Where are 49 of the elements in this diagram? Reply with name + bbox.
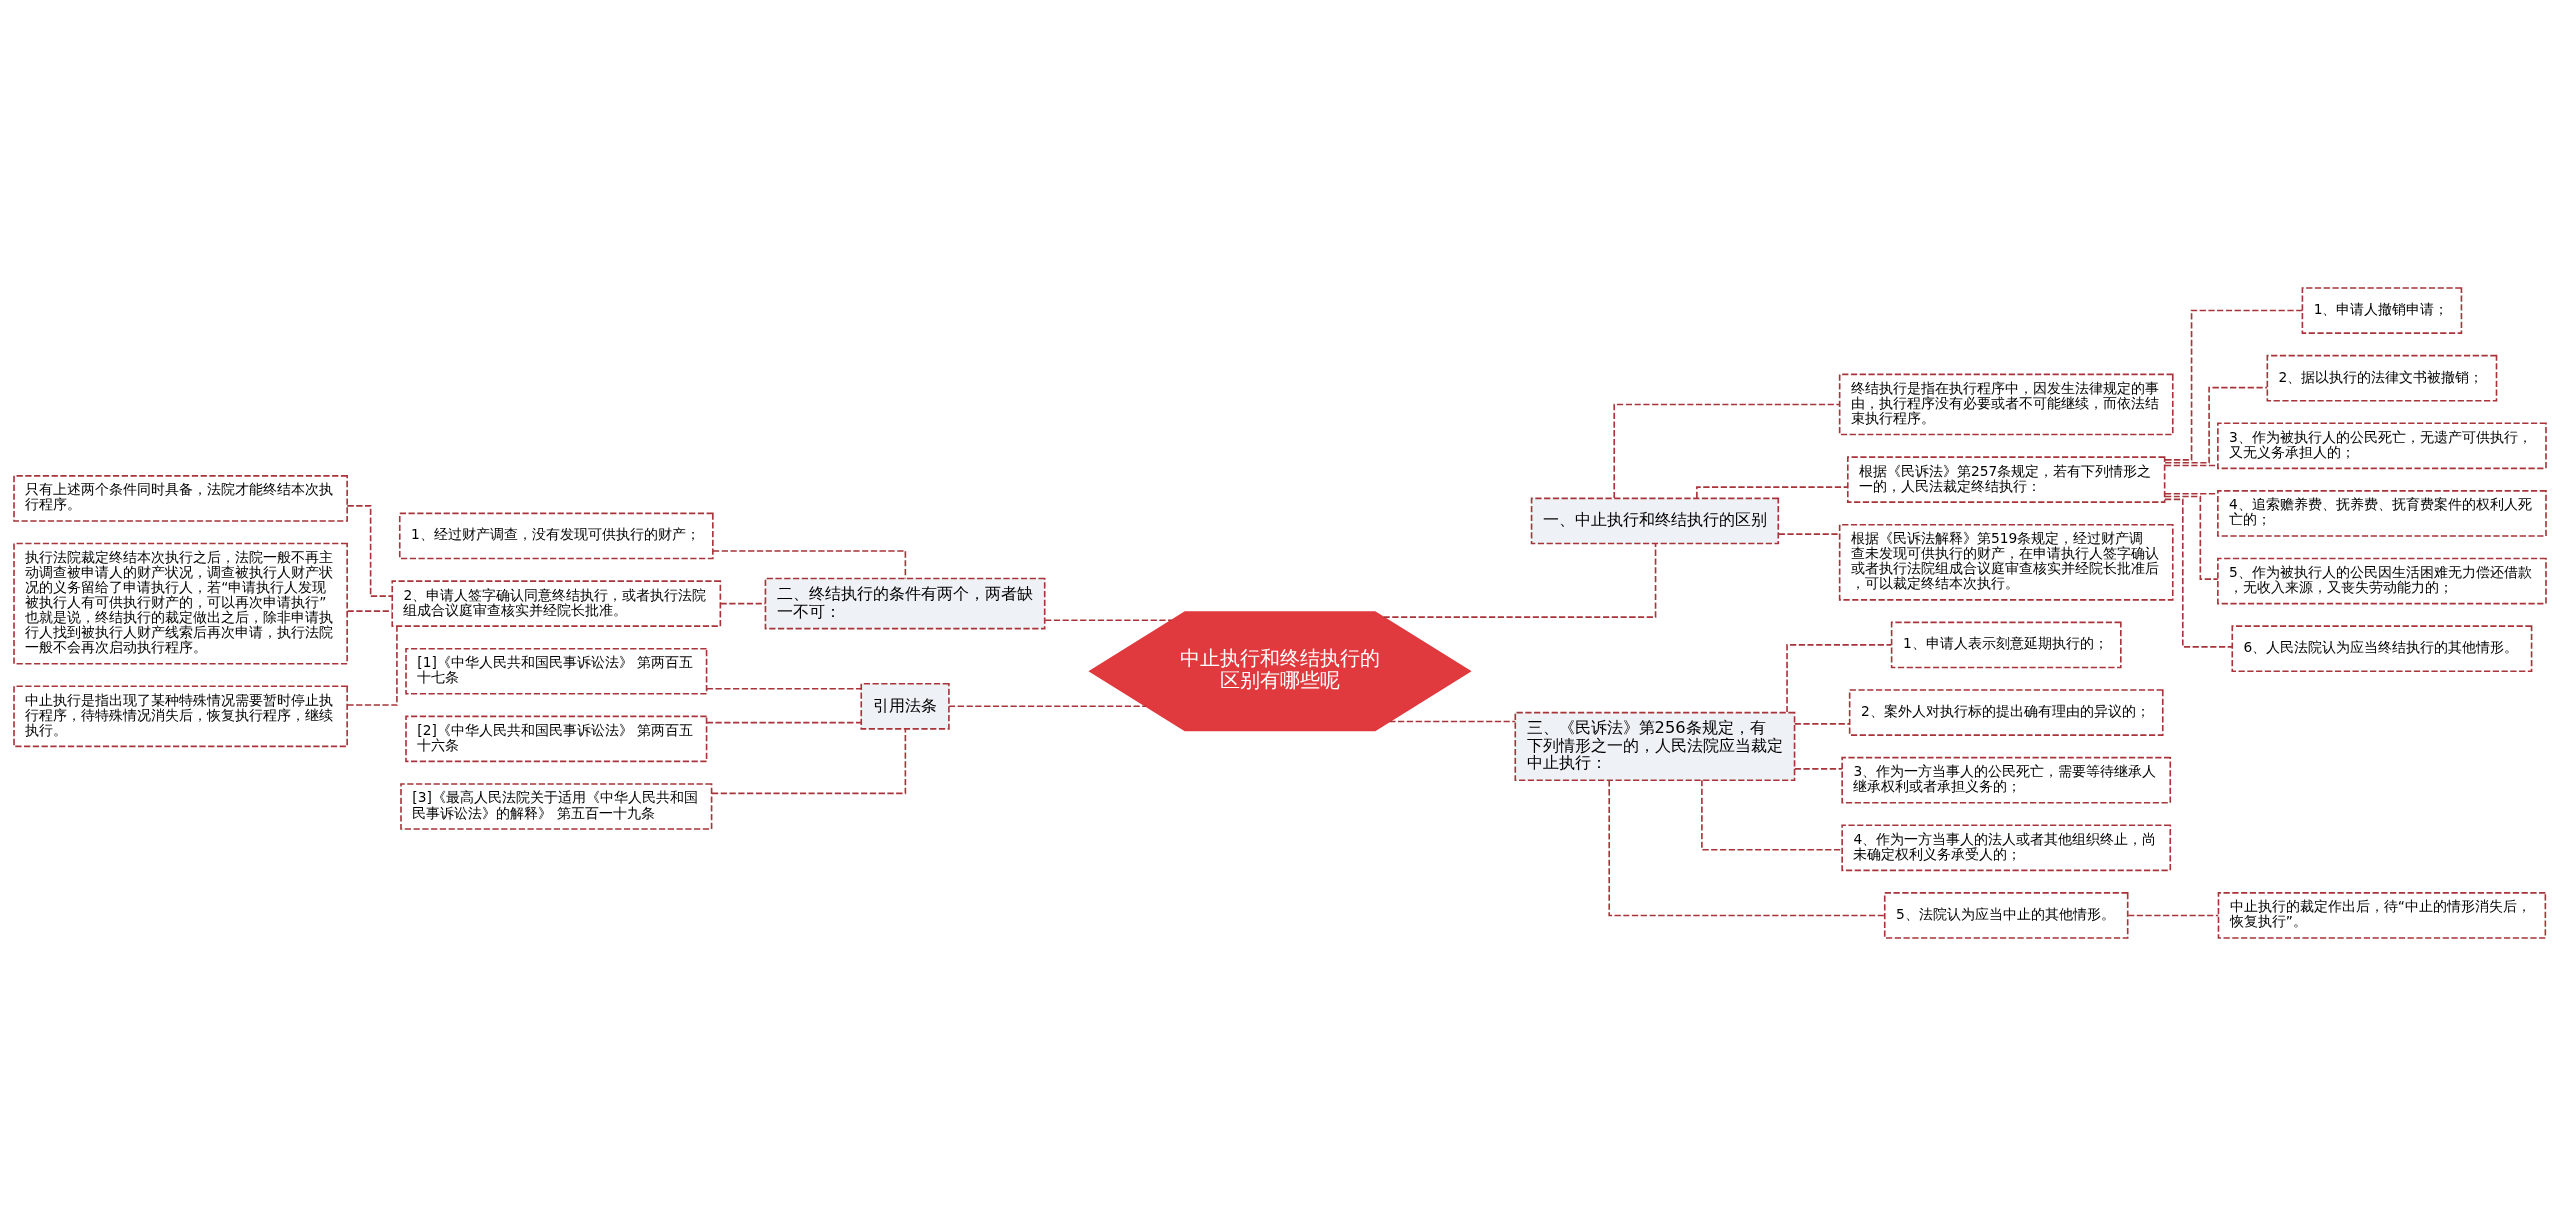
node-box: 1、经过财产调查，没有发现可供执行的财产； [398,512,714,559]
connector [719,602,767,604]
node-box: 2、案外人对执行标的提出确有理由的异议的； [1848,688,2164,736]
connector [2163,495,2219,580]
connector [1793,767,1843,770]
connector [1777,532,1840,535]
node-box: 5、作为被执行人的公民因生活困难无力偿还借款，无收入来源，又丧失劳动能力的； [2217,557,2547,604]
connector [711,727,907,794]
node-box: 3、作为被执行人的公民死亡，无遗产可供执行，又无义务承担人的； [2217,421,2547,469]
connector [346,625,398,706]
connector [705,687,863,690]
node-box: 终结执行是指在执行程序中，因发生法律规定的事由，执行程序没有必要或者不可能继续，而依法结束执行程序。 [1838,373,2174,435]
node-box: 6、人民法院认为应当终结执行的其他情形。 [2231,624,2533,672]
node-box: 根据《民诉法》第257条规定，若有下列情形之一的，人民法裁定终结执行： [1846,455,2166,503]
connector [1388,720,1517,722]
node-box: [3]《最高人民法院关于适用《中华人民共和国民事诉讼法》的解释》 第五百一十九条 [400,782,713,830]
connector [2164,498,2233,648]
connector [1613,403,1841,499]
connector [2164,309,2304,461]
node-box: 4、作为一方当事人的法人或者其他组织终止，尚未确定权利义务承受人的； [1841,823,2172,871]
node-box: 二、终结执行的条件有两个，两者缺一不可： [764,577,1046,629]
node-box: 三、《民诉法》第256条规定，有下列情形之一的，人民法院应当裁定中止执行： [1514,711,1796,781]
node-box: 1、申请人撤销申请； [2301,286,2463,334]
node-box: 5、法院认为应当中止的其他情形。 [1883,891,2129,939]
connector [1382,542,1657,618]
node-box: 2、申请人签字确认同意终结执行，或者执行法院组成合议庭审查核实并经院长批准。 [391,579,722,627]
connector [2127,914,2219,916]
node-box: 3、作为一方当事人的公民死亡，需要等待继承人继承权利或者承担义务的； [1841,756,2172,804]
node-box: 执行法院裁定终结本次执行之后，法院一般不再主动调查被申请人的财产状况，调查被执行人财产状况的义务留给了申请执行人，若“申请执行人发现被执行人有可供执行财产的，可以再次申请执行”也就是说，终结执行的裁定做出之后，除非申请执行人找到被执行人财产线索后再次申请，执行法院一般不会再次启动执行程序。 [13,542,348,665]
node-box: 根据《民诉法解释》第519条规定，经过财产调查未发现可供执行的财产，在申请执行人签字确认或者执行法院组成合议庭审查核实并经院长批准后，可以裁定终结本次执行。 [1838,523,2174,601]
connector [705,721,863,723]
connector [2164,386,2268,464]
connector [346,609,393,612]
node-box: [1]《中华人民共和国民事诉讼法》 第两百五十七条 [405,647,708,695]
connector [1786,643,1893,713]
node-box: 2、据以执行的法律文书被撤销； [2266,354,2498,402]
connector [948,705,1147,707]
connector [1793,722,1851,725]
node-box: 4、追索赡养费、抚养费、抚育费案件的权利人死亡的； [2217,489,2547,537]
node-box: 1、申请人表示刻意延期执行的； [1890,621,2122,668]
connector [1044,618,1173,621]
connector [1608,779,1886,916]
node-box: [2]《中华人民共和国民事诉讼法》 第两百五十六条 [405,715,708,762]
connector [1701,778,1843,850]
node-box: 一、中止执行和终结执行的区别 [1530,497,1780,544]
node-box: 只有上述两个条件同时具备，法院才能终结本次执行程序。 [13,474,348,522]
node-box: 中止执行是指出现了某种特殊情况需要暂时停止执行程序，待特殊情况消失后，恢复执行程序，继续执行。 [13,684,348,747]
node-box: 中止执行的裁定作出后，待“中止的情形消失后，恢复执行”。 [2217,891,2547,939]
node-box: 引用法条 [860,682,950,730]
